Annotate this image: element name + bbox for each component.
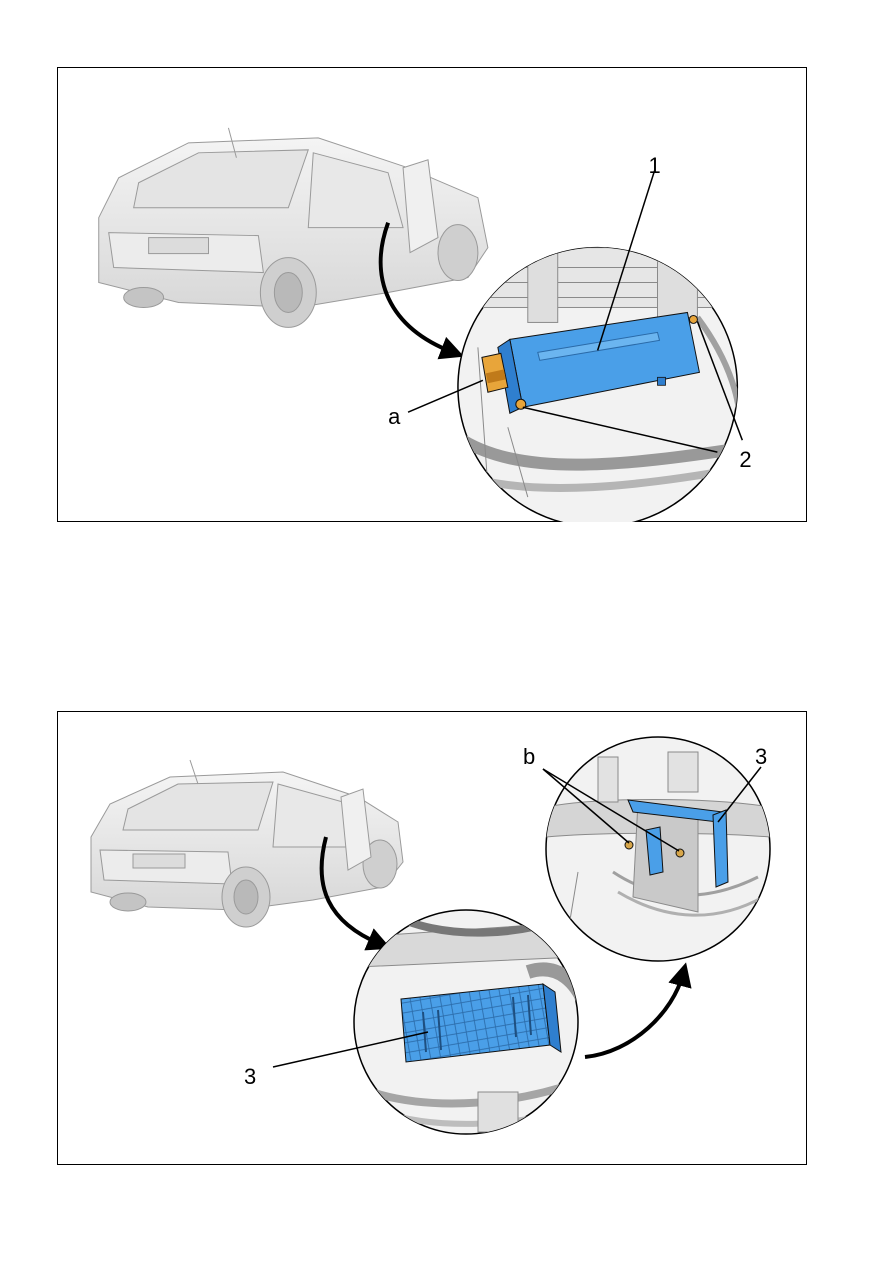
callout-3-detail: 3 — [755, 744, 767, 769]
car-rear-view-illustration — [98, 127, 489, 328]
callout-a: a — [388, 404, 401, 429]
connector-a — [481, 352, 509, 393]
pointer-arrow — [319, 836, 392, 951]
pointer-arrow — [378, 221, 465, 360]
leader-lines — [272, 766, 762, 1068]
callout-1: 1 — [649, 153, 661, 178]
callout-2: 2 — [739, 447, 751, 472]
nut-b-left — [624, 840, 634, 850]
figure-1-panel: 1 2 a — [57, 67, 807, 522]
detail-circle-bracket — [353, 909, 579, 1135]
bracket-module-3 — [400, 982, 562, 1063]
leader-lines — [407, 170, 744, 453]
callout-3-main: 3 — [244, 1064, 256, 1089]
nut-upper — [688, 314, 698, 324]
callout-b: b — [523, 744, 535, 769]
figure-2-illustration: b 3 3 — [90, 736, 771, 1135]
detail-circle-fixings — [545, 736, 771, 962]
car-rear-view-illustration — [90, 759, 404, 928]
sequence-arrow — [584, 962, 692, 1059]
control-module — [497, 311, 701, 414]
figure-2-panel: b 3 3 — [57, 711, 807, 1165]
detail-circle — [457, 246, 739, 522]
figure-1-illustration: 1 2 a — [98, 127, 752, 522]
